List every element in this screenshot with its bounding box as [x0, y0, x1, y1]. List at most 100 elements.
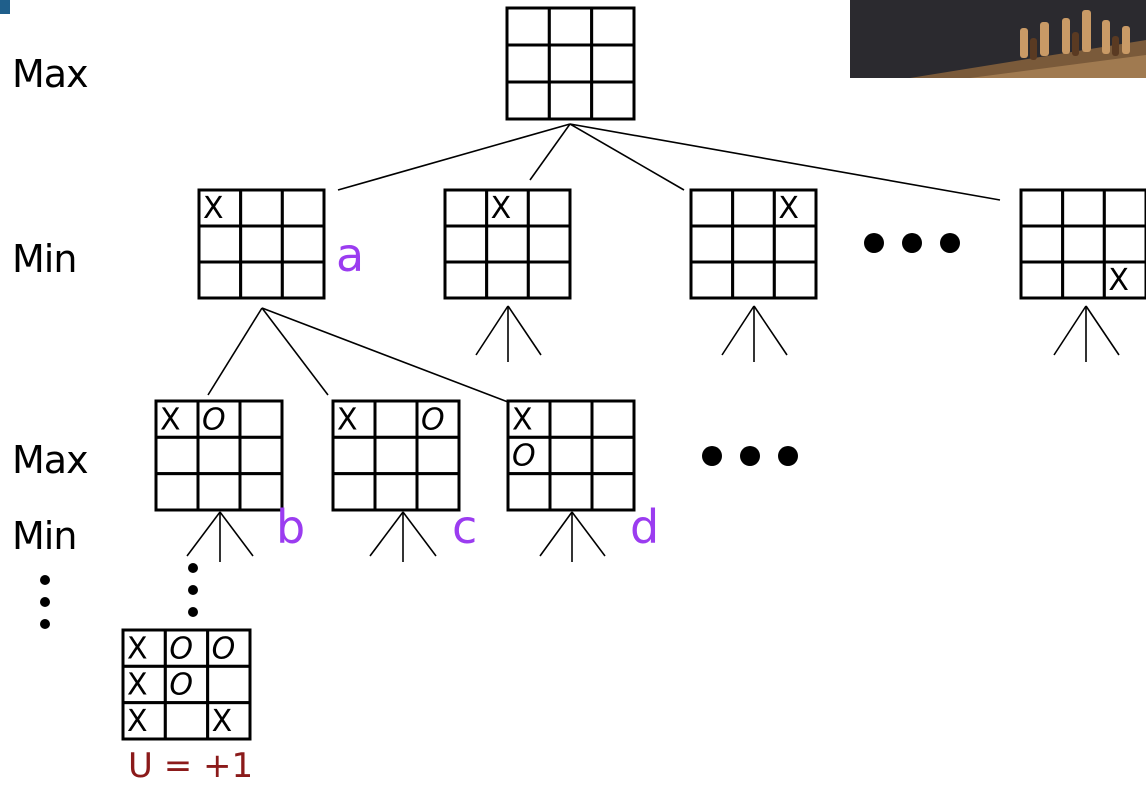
- edge-root-min3: [569, 123, 685, 191]
- board-cell: [526, 224, 572, 264]
- o-mark: O: [202, 402, 226, 437]
- board-cell: [1102, 188, 1146, 228]
- board-cell: [731, 260, 776, 300]
- board-cell: [280, 188, 326, 228]
- o-mark: O: [169, 668, 193, 703]
- edge-root-min4: [569, 123, 1001, 201]
- board-cell: [485, 188, 530, 228]
- board-cell: [526, 188, 572, 228]
- o-mark: O: [169, 631, 193, 666]
- board-cell: [239, 260, 284, 300]
- board-cell: [443, 188, 489, 228]
- node-label-c: c: [452, 500, 478, 554]
- corner-mark: [0, 0, 10, 14]
- x-mark: X: [1108, 263, 1129, 298]
- board-min4: X: [1019, 188, 1146, 300]
- x-mark: X: [127, 704, 148, 739]
- board-cell: [280, 224, 326, 264]
- board-cell: [1061, 224, 1106, 264]
- board-min3: X: [689, 188, 818, 300]
- board-cell: [590, 435, 636, 476]
- ellipsis-min-row: [864, 233, 960, 253]
- board-cell: [206, 701, 252, 741]
- board-cell: [731, 188, 776, 228]
- board-cell: [154, 399, 200, 439]
- board-cell: [239, 188, 284, 228]
- board-cell: [772, 224, 818, 264]
- board-cell: [1061, 188, 1106, 228]
- o-mark: O: [212, 631, 236, 666]
- tree-edges: [186, 123, 1120, 562]
- x-mark: X: [127, 668, 148, 703]
- x-mark: X: [160, 402, 181, 437]
- board-cell: [590, 472, 636, 512]
- board-cell: [196, 472, 242, 512]
- board-cell: [548, 435, 594, 476]
- edge-root-min1: [337, 123, 571, 191]
- board-cell: [238, 435, 284, 476]
- board-cell: [590, 43, 636, 84]
- x-mark: X: [778, 191, 799, 226]
- fan-min3: [721, 305, 788, 362]
- utility-value: U = +1: [128, 746, 254, 786]
- board-cell: [772, 188, 818, 228]
- board-cell: [443, 224, 489, 264]
- board-cell: [547, 80, 594, 121]
- board-cell: [590, 399, 636, 439]
- board-cell: [689, 224, 735, 264]
- board-cell: [590, 6, 636, 47]
- board-cell: [772, 260, 818, 300]
- board-cell: [689, 260, 735, 300]
- level-label-min-1: Min: [12, 237, 77, 281]
- board-cell: [689, 188, 735, 228]
- fan-min4: [1053, 305, 1120, 362]
- node-label-a: a: [336, 228, 365, 282]
- board-cell: [526, 260, 572, 300]
- fan-d: [539, 511, 606, 562]
- edge-root-min2: [529, 123, 571, 181]
- board-cell: [505, 43, 551, 84]
- board-cell: [415, 472, 461, 512]
- board-cell: [238, 399, 284, 439]
- board-cell: [1061, 260, 1106, 300]
- o-mark: O: [512, 439, 536, 474]
- board-cell: [1019, 260, 1065, 300]
- ellipsis-dots: [40, 233, 960, 629]
- board-max3: XO: [506, 399, 636, 512]
- level-label-min-3: Min: [12, 514, 77, 558]
- board-cell: [154, 435, 200, 476]
- board-cell: [239, 224, 284, 264]
- board-cell: [548, 399, 594, 439]
- board-cell: [373, 435, 419, 476]
- node-label-d: d: [630, 500, 660, 554]
- ellipsis-max-row: [702, 446, 798, 466]
- board-cell: [547, 6, 594, 47]
- fan-c: [369, 511, 437, 562]
- x-mark: X: [127, 631, 148, 666]
- board-cell: [238, 472, 284, 512]
- level-label-max-2: Max: [12, 438, 89, 482]
- board-cell: [505, 6, 551, 47]
- x-mark: X: [337, 402, 358, 437]
- level-label-max-0: Max: [12, 52, 89, 96]
- x-mark: X: [203, 191, 224, 226]
- board-cell: [197, 224, 243, 264]
- o-mark: O: [421, 402, 445, 437]
- vertical-ellipsis-tree: [188, 563, 198, 617]
- board-cell: [163, 701, 210, 741]
- node-label-b: b: [276, 500, 306, 554]
- x-mark: X: [212, 704, 233, 739]
- board-cell: [731, 224, 776, 264]
- board-cell: [1102, 224, 1146, 264]
- board-cell: [206, 628, 252, 668]
- board-cell: [547, 43, 594, 84]
- board-cell: [590, 80, 636, 121]
- chess-pieces-image: [850, 0, 1146, 78]
- fan-b: [186, 511, 254, 562]
- board-cell: [373, 472, 419, 512]
- board-cell: [154, 472, 200, 512]
- x-mark: X: [512, 402, 533, 437]
